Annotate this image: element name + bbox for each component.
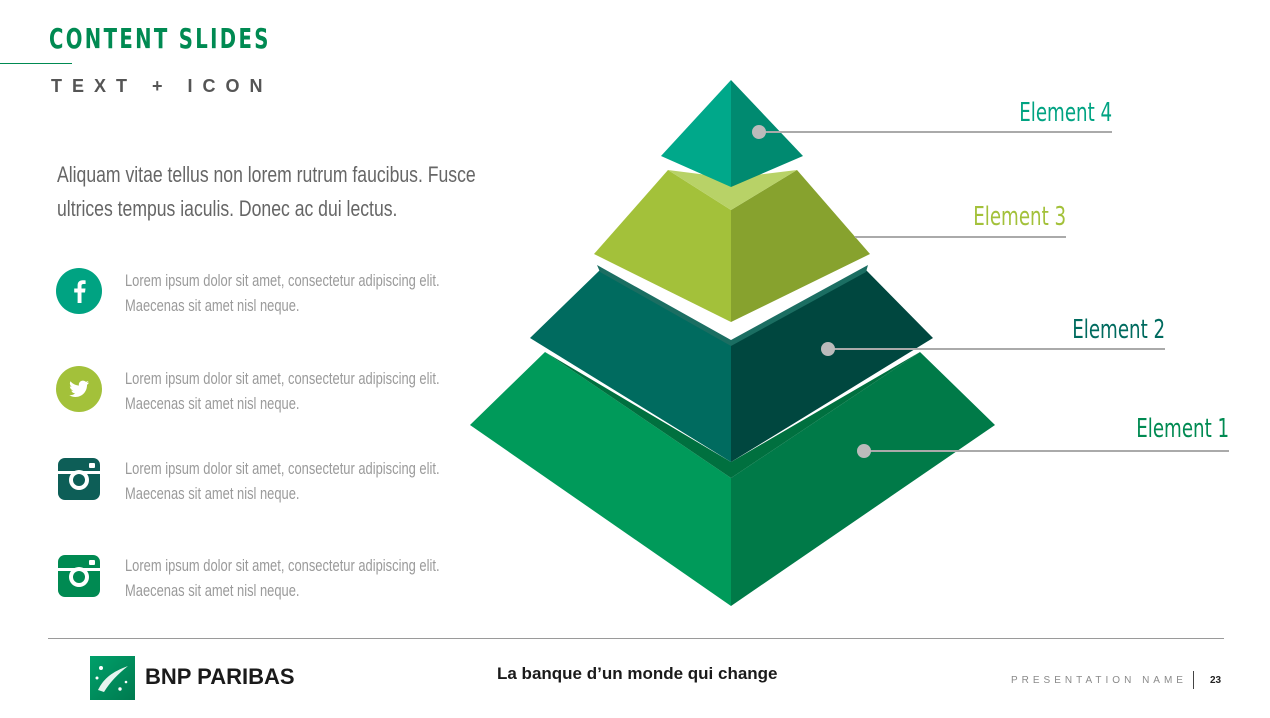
bullet-item: Lorem ipsum dolor sit amet, consectetur … [56,366,496,426]
bullet-text: Lorem ipsum dolor sit amet, consectetur … [125,459,440,503]
bullet-item: Lorem ipsum dolor sit amet, consectetur … [56,553,496,613]
pyramid-label-2: Element 2 [1072,315,1165,345]
footer-separator [1193,671,1194,689]
bullet-item: Lorem ipsum dolor sit amet, consectetur … [56,456,496,516]
presentation-name: PRESENTATION NAME [1011,675,1187,686]
brand-name: BNP PARIBAS [145,664,295,689]
bullet-item: Lorem ipsum dolor sit amet, consectetur … [56,268,496,328]
footer-rule [48,638,1224,639]
page-subtitle: TEXT + ICON [51,76,273,96]
page-title: CONTENT SLIDES [49,22,271,55]
pyramid-level-1 [470,352,995,606]
leader-line-1 [857,444,1229,458]
instagram-icon[interactable] [56,456,102,502]
pyramid-label-1: Element 1 [1136,414,1229,444]
pyramid-label-3: Element 3 [973,202,1066,232]
bullet-text: Lorem ipsum dolor sit amet, consectetur … [125,369,440,413]
page-number: 23 [1210,675,1222,686]
leader-line-4 [752,125,1112,139]
title-rule [0,63,72,64]
facebook-icon[interactable] [56,268,102,314]
tagline: La banque d’un monde qui change [497,664,778,683]
bullet-text: Lorem ipsum dolor sit amet, consectetur … [125,271,440,315]
pyramid-level-4 [661,80,803,187]
pyramid-label-4: Element 4 [1019,98,1112,128]
leader-line-2 [821,342,1165,356]
bnp-paribas-logo-icon [90,656,135,700]
intro-paragraph: Aliquam vitae tellus non lorem rutrum fa… [57,162,476,221]
pyramid-level-3 [594,170,870,322]
instagram-icon[interactable] [56,553,102,599]
bullet-text: Lorem ipsum dolor sit amet, consectetur … [125,556,440,600]
twitter-icon[interactable] [56,366,102,412]
pyramid-level-2 [530,265,933,462]
